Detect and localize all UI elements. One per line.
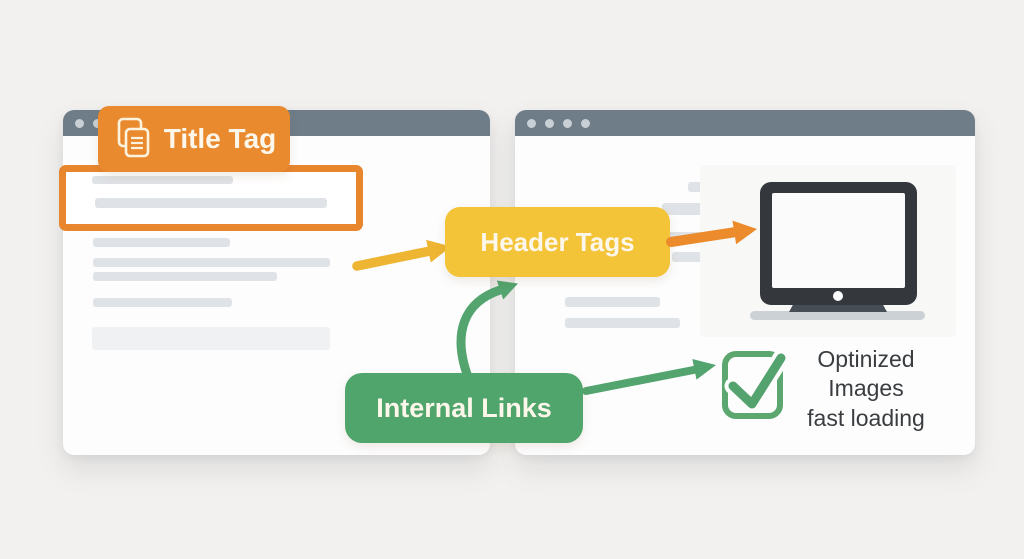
window-dot	[75, 118, 84, 128]
window-dot	[581, 118, 590, 128]
pages-icon	[117, 117, 150, 158]
optimized-images-text: Optinized Images	[817, 346, 915, 402]
placeholder-line	[92, 176, 233, 184]
placeholder-line	[93, 258, 330, 267]
fast-loading-text: fast loading	[807, 404, 925, 431]
right-window-titlebar	[515, 110, 975, 136]
placeholder-line	[95, 198, 327, 208]
window-dot	[545, 118, 554, 128]
header-tags-label: Header Tags	[480, 226, 635, 257]
window-dot	[527, 118, 536, 128]
title-tag-label: Title Tag	[163, 123, 277, 154]
placeholder-line	[93, 238, 230, 247]
placeholder-line	[93, 272, 277, 281]
checklist-text: Optinized Images fast loading	[778, 345, 954, 433]
title-tag-badge: Title Tag	[98, 106, 290, 172]
internal-links-label: Internal Links	[376, 392, 552, 423]
window-dot	[93, 118, 102, 128]
placeholder-line	[93, 298, 232, 307]
checkbox-check-icon	[722, 349, 790, 419]
placeholder-line	[92, 327, 330, 350]
placeholder-line	[565, 318, 680, 328]
monitor-icon	[750, 182, 925, 320]
window-dot	[563, 118, 572, 128]
placeholder-line	[565, 297, 660, 307]
internal-links-badge: Internal Links	[345, 373, 583, 443]
header-tags-badge: Header Tags	[445, 207, 670, 277]
